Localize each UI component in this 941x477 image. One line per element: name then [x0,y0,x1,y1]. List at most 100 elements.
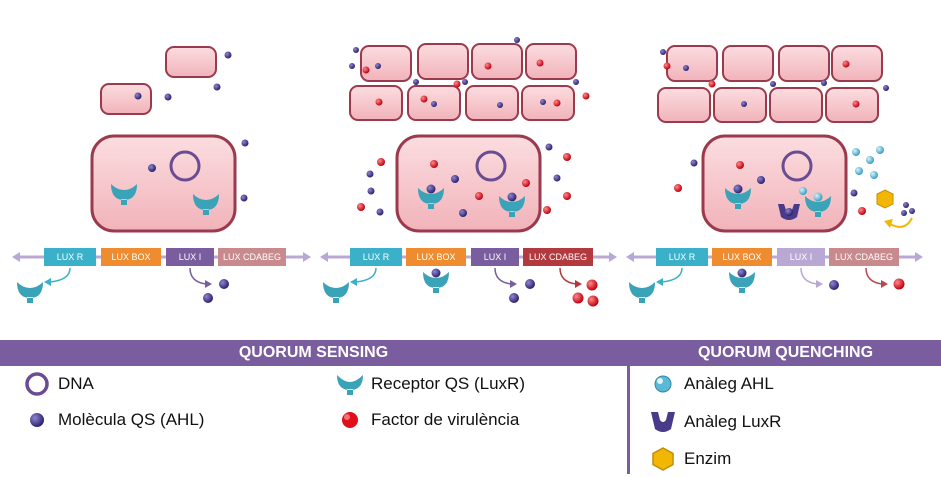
ahl-molecule [540,99,546,105]
quorum-diagram: LUX R LUX BOX LUX I LUX CDABEG [12,37,923,307]
virulence-factor [357,203,365,211]
expression-arrow [494,267,512,285]
legend-ahl-analog: Anàleg AHL [648,371,774,397]
virulence-factor [522,179,530,187]
virulence-factor [362,66,370,74]
ahl-molecule [353,47,359,53]
dna [475,150,507,182]
legend-enzyme: Enzim [648,446,731,472]
ahl-molecule [431,101,437,107]
luxr-analog-icon [648,409,678,435]
receptor-luxr [323,282,349,303]
ahl-molecule [683,65,689,71]
ahl-molecule [573,79,579,85]
legend-ahl-label: Molècula QS (AHL) [58,410,205,429]
virulence-factor [430,160,438,168]
ahl-molecule [509,293,519,303]
receptor-luxr [729,272,755,293]
host-cell [165,46,217,78]
arrow-head [656,278,663,286]
arrow-head [884,219,893,228]
expression-arrow [189,267,207,285]
ahl-molecule [741,101,747,107]
ahl-molecule [497,102,503,108]
ahl-molecule [224,51,232,59]
ahl-molecule [507,192,517,202]
bacterium [395,134,542,233]
virulence-factor [708,80,716,88]
legend-receptor-label: Receptor QS (LuxR) [371,374,525,393]
legend-virulence-label: Factor de virulència [371,410,520,429]
ahl-molecule [525,279,535,289]
ahl-analog [813,192,823,202]
gene-luxi [777,248,825,266]
ahl-molecule [203,293,213,303]
legend-enzyme-label: Enzim [684,449,732,468]
ahl-molecule [240,194,248,202]
gene-luxcdabeg [218,248,286,266]
ahl-molecule [770,81,776,87]
host-cell [471,43,523,80]
gene-luxr-label: LUX R [669,252,696,262]
strand-arrow-right [609,252,617,262]
ahl-analog [876,146,884,154]
legend-virulence: Factor de virulència [335,407,519,433]
virulence-factor [377,158,385,166]
ahl-molecule [459,209,467,217]
legend-divider [627,340,630,474]
strand-arrow-left [320,252,328,262]
virulence-factor [563,153,571,161]
virulence-factor [858,207,866,215]
degradation-arrow [889,217,913,228]
ahl-molecule [883,85,889,91]
ahl-molecule [376,208,384,216]
legend-dna: DNA [22,371,94,397]
virulence-factor [375,98,383,106]
enzyme-icon [648,446,678,472]
host-cell [657,87,711,123]
gene-luxi [166,248,214,266]
virulence-factor [842,60,850,68]
gene-luxr [44,248,96,266]
arrow-head [816,280,823,288]
ahl-fragment [909,208,915,214]
strand-arrow-right [915,252,923,262]
ahl-molecule [850,189,858,197]
arrow-head [44,278,51,286]
ahl-molecule [553,174,561,182]
ahl-molecule [367,187,375,195]
virulence-factor [543,206,551,214]
gene-luxbox-label: LUX BOX [416,252,455,262]
virulence-factor [475,192,483,200]
ahl-molecule [733,184,743,194]
gene-luxbox-label: LUX BOX [111,252,150,262]
ahl-molecule [164,93,172,101]
ahl-icon [22,407,52,433]
gene-luxi-label: LUX I [484,252,507,262]
gene-luxi-label: LUX I [179,252,202,262]
ahl-molecule [462,79,468,85]
host-cell [666,45,718,82]
dna [169,150,201,182]
arrow-head [205,280,212,288]
ahl-molecule [134,92,142,100]
ahl-fragment [901,210,907,216]
virulence-factor [852,100,860,108]
virulence-factor [736,161,744,169]
host-cell [100,83,152,115]
enzyme [876,189,894,209]
gene-luxcdabeg [829,248,899,266]
host-cell [465,85,519,121]
receptor-luxr [17,282,43,303]
gene-luxr-label: LUX R [57,252,84,262]
quorum-sensing-header: QUORUM SENSING [0,340,627,366]
ahl-molecule [545,143,553,151]
host-cell [769,87,823,123]
ahl-molecule [514,37,520,43]
virulence-icon [335,407,365,433]
host-cell [360,45,412,82]
virulence-factor [582,92,590,100]
receptor-luxr [111,184,137,205]
host-cell [831,45,883,82]
gene-luxbox [101,248,161,266]
